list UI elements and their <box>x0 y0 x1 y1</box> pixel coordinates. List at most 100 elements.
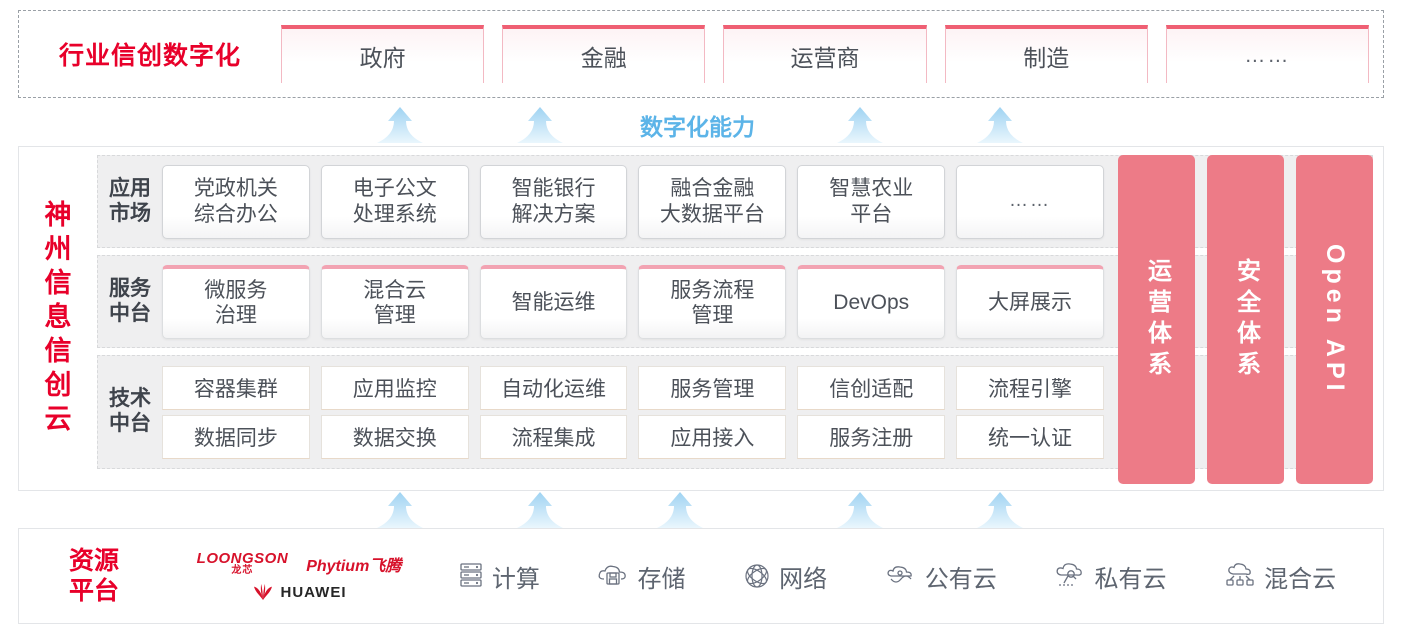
industry-card-operator[interactable]: 运营商 <box>723 25 927 83</box>
technical-card-list: 容器集群 应用监控 自动化运维 服务管理 信创适配 流程引擎 数据同步 数据交换… <box>162 356 1372 468</box>
cloud-tiers: 应用 市场 党政机关 综合办公 电子公文 处理系统 智能银行 解 <box>91 147 1383 490</box>
card-line1: 融合金融 <box>670 177 755 201</box>
service-card-list: 微服务 治理 混合云 管理 智能运维 服务流程 管理 DevOps 大屏展示 <box>162 256 1372 347</box>
resource-item-network[interactable]: 网络 <box>743 559 827 594</box>
up-arrow-icon <box>975 105 1025 145</box>
card-line1: 混合云 <box>363 278 427 302</box>
hybrid-cloud-icon <box>1224 561 1256 591</box>
pillar-operations-system[interactable]: 运营体系 <box>1118 155 1195 484</box>
tier-label-line2: 市场 <box>109 201 151 225</box>
pillar-label: 安全体系 <box>1232 257 1260 382</box>
service-card-smart-ops[interactable]: 智能运维 <box>479 264 628 339</box>
tech-card-service-management[interactable]: 服务管理 <box>638 365 787 410</box>
resource-item-label: 公有云 <box>924 565 997 593</box>
pillar-label: Open API <box>1321 243 1349 396</box>
industry-card-manufacturing[interactable]: 制造 <box>944 25 1148 83</box>
card-line1: 电子公文 <box>352 177 437 201</box>
up-arrow-icon <box>655 490 705 530</box>
tier-label-line1: 技术 <box>109 387 151 411</box>
card-line2: 平台 <box>850 202 893 226</box>
tier-label-line1: 服务 <box>109 276 151 300</box>
industry-band-title: 行业信创数字化 <box>58 42 241 70</box>
up-arrow-icon <box>375 105 425 145</box>
tech-card-process-integration[interactable]: 流程集成 <box>479 414 628 459</box>
app-card-smart-agriculture-platform[interactable]: 智慧农业 平台 <box>797 164 946 239</box>
up-arrow-icon <box>835 490 885 530</box>
tech-card-service-registry[interactable]: 服务注册 <box>797 414 946 459</box>
card-line2: 治理 <box>214 304 257 327</box>
resource-item-public-cloud[interactable]: 公有云 <box>885 559 997 594</box>
loongson-logo-cn: 龙芯 <box>231 565 254 576</box>
card-line1: 智慧农业 <box>829 177 914 201</box>
resource-item-storage[interactable]: 存储 <box>597 559 685 594</box>
card-line2: 处理系统 <box>352 202 437 226</box>
card-line2: 综合办公 <box>193 202 278 226</box>
technical-card-row-2: 数据同步 数据交换 流程集成 应用接入 服务注册 统一认证 <box>162 414 1104 459</box>
tier-label-technical-platform: 技术 中台 <box>98 356 162 468</box>
phytium-logo: Phytium飞腾 <box>306 557 402 575</box>
vendor-logo-row-2: HUAWEI <box>252 583 347 601</box>
industry-card-more[interactable]: …… <box>1165 25 1370 83</box>
app-card-smart-bank-solution[interactable]: 智能银行 解决方案 <box>479 164 628 239</box>
huawei-logo: HUAWEI <box>252 583 347 601</box>
tech-card-data-exchange[interactable]: 数据交换 <box>320 414 469 459</box>
service-card-large-screen-display[interactable]: 大屏展示 <box>956 264 1104 339</box>
up-arrow-icon <box>515 105 565 145</box>
up-arrow-icon <box>835 105 885 145</box>
tech-card-container-cluster[interactable]: 容器集群 <box>162 365 310 410</box>
tech-card-data-sync[interactable]: 数据同步 <box>162 414 310 459</box>
cloud-platform-title-text: 神州信息信创云 <box>40 199 71 438</box>
vendor-logo-row-1: LOONGSON 龙芯 Phytium飞腾 <box>197 551 402 576</box>
private-cloud-icon <box>1054 561 1086 591</box>
card-line2: 管理 <box>373 304 416 327</box>
vendor-logo-list: LOONGSON 龙芯 Phytium飞腾 HUAWEI <box>169 551 429 601</box>
resource-platform-title: 资源 平台 <box>19 546 169 607</box>
resource-platform-box: 资源 平台 LOONGSON 龙芯 Phytium飞腾 <box>18 528 1384 624</box>
cloud-platform-box: 神州信息信创云 应用 市场 党政机关 综合办公 电子公文 <box>18 146 1384 491</box>
up-arrow-icon <box>515 490 565 530</box>
pillar-open-api[interactable]: Open API <box>1296 155 1373 484</box>
app-card-government-office[interactable]: 党政机关 综合办公 <box>162 164 310 239</box>
industry-card-list: 政府 金融 运营商 制造 …… <box>281 11 1383 97</box>
pillar-label: 运营体系 <box>1143 257 1171 382</box>
tech-card-application-monitoring[interactable]: 应用监控 <box>320 365 469 410</box>
resource-item-private-cloud[interactable]: 私有云 <box>1054 559 1166 594</box>
loongson-logo: LOONGSON 龙芯 <box>197 551 289 576</box>
tech-card-process-engine[interactable]: 流程引擎 <box>956 365 1104 410</box>
resource-item-hybrid-cloud[interactable]: 混合云 <box>1224 559 1336 594</box>
server-icon <box>458 562 484 590</box>
capability-arrow-row: 数字化能力 <box>0 100 1402 145</box>
loongson-logo-en: LOONGSON <box>196 550 289 567</box>
resource-item-label: 计算 <box>491 565 540 593</box>
industry-card-finance[interactable]: 金融 <box>502 25 706 83</box>
service-card-service-process-management[interactable]: 服务流程 管理 <box>638 264 787 339</box>
card-line1: 服务流程 <box>670 278 755 302</box>
industry-card-government[interactable]: 政府 <box>281 25 485 83</box>
tech-card-unified-auth[interactable]: 统一认证 <box>956 414 1104 459</box>
tech-card-automated-ops[interactable]: 自动化运维 <box>479 365 628 410</box>
card-line2: 大数据平台 <box>659 202 765 226</box>
tech-card-xinchuang-adaptation[interactable]: 信创适配 <box>797 365 946 410</box>
app-card-finance-bigdata-platform[interactable]: 融合金融 大数据平台 <box>638 164 787 239</box>
up-arrow-icon <box>975 490 1025 530</box>
resource-item-list: 计算 存储 <box>429 559 1383 594</box>
service-card-devops[interactable]: DevOps <box>797 264 946 339</box>
industry-band: 行业信创数字化 政府 金融 运营商 制造 …… <box>18 10 1384 98</box>
pillar-security-system[interactable]: 安全体系 <box>1207 155 1284 484</box>
tech-card-application-access[interactable]: 应用接入 <box>638 414 787 459</box>
capability-label: 数字化能力 <box>640 114 755 140</box>
service-card-microservice-governance[interactable]: 微服务 治理 <box>162 264 310 339</box>
app-card-more[interactable]: …… <box>956 164 1104 239</box>
card-line1: 微服务 <box>204 278 268 302</box>
card-line2: 解决方案 <box>511 202 596 226</box>
resource-item-compute[interactable]: 计算 <box>458 559 540 594</box>
card-line1: 党政机关 <box>193 177 278 201</box>
card-line2: 管理 <box>691 304 734 327</box>
service-card-hybrid-cloud-management[interactable]: 混合云 管理 <box>320 264 469 339</box>
tier-label-line2: 中台 <box>109 301 151 325</box>
cloud-platform-title: 神州信息信创云 <box>19 147 91 490</box>
technical-card-row-1: 容器集群 应用监控 自动化运维 服务管理 信创适配 流程引擎 <box>162 365 1104 410</box>
app-card-e-document-system[interactable]: 电子公文 处理系统 <box>320 164 469 239</box>
tier-label-line2: 中台 <box>109 412 151 435</box>
